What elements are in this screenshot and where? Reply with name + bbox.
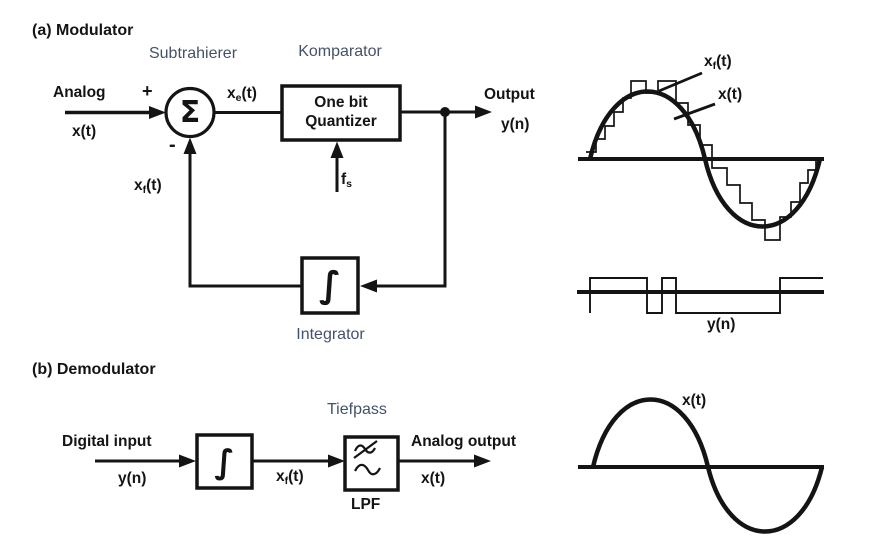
- digital-input-signal-label: y(n): [118, 470, 147, 487]
- lpf-box: [343, 435, 400, 492]
- demod-integrator-box: [195, 433, 254, 490]
- lpf-input-arrowhead: [328, 454, 345, 468]
- lpf-passband-wave-icon: [354, 463, 381, 476]
- section-b-heading: (b) Demodulator: [32, 361, 156, 378]
- lowpass-annotation: Tiefpass: [327, 401, 387, 418]
- output-label: Output: [484, 86, 535, 103]
- analog-output-label: Analog output: [411, 433, 517, 450]
- section-a-heading: (a) Modulator: [32, 22, 134, 39]
- subtractor-annotation: Subtrahierer: [148, 45, 238, 62]
- feedback-arrowhead: [183, 137, 197, 154]
- integrator-box: [300, 256, 360, 315]
- sampling-freq-label: fs: [341, 171, 353, 190]
- sigma-symbol: Σ: [179, 94, 201, 130]
- integrated-signal-label: xf(t): [276, 468, 304, 487]
- analog-input-arrowhead: [149, 106, 166, 119]
- error-signal-label: xe(t): [227, 85, 257, 104]
- analog-output-signal-label: x(t): [421, 470, 446, 487]
- demod-integrator-symbol: ∫: [214, 442, 235, 481]
- analog-input-signal-label: x(t): [72, 123, 97, 140]
- integrator-annotation: Integrator: [296, 326, 365, 343]
- output-signal-label: y(n): [501, 116, 530, 133]
- sampling-clock-arrowhead: [330, 141, 344, 158]
- staircase-waveform-label: xf(t): [704, 53, 732, 72]
- analog-input-label: Analog: [53, 84, 106, 101]
- quantizer-box-text: One bit Quantizer: [305, 94, 377, 131]
- analog-output-arrowhead: [474, 454, 491, 468]
- demod-sine-curve: [590, 397, 825, 534]
- sine-waveform-label: x(t): [718, 86, 743, 103]
- feedback-signal-label: xf(t): [134, 177, 162, 196]
- sine-label-pointer-line: [673, 102, 716, 121]
- demod-sine-waveform-label: x(t): [682, 392, 707, 409]
- digital-input-label: Digital input: [62, 433, 152, 450]
- output-arrowhead: [475, 105, 492, 119]
- integrator-input-arrowhead: [360, 279, 377, 293]
- lpf-slash-icon: [353, 440, 378, 459]
- bitstream-waveform-label: y(n): [707, 316, 736, 333]
- staircase-approximation-curve: [586, 80, 817, 241]
- staircase-label-pointer-line: [658, 71, 703, 93]
- comparator-annotation: Komparator: [298, 43, 382, 60]
- quantizer-box: [280, 84, 402, 142]
- integrator-symbol: ∫: [319, 265, 341, 306]
- lpf-label: LPF: [351, 496, 381, 513]
- plus-sign: +: [142, 81, 153, 101]
- minus-sign: -: [169, 134, 176, 156]
- bitstream-square-wave: [589, 277, 823, 314]
- digital-input-arrowhead: [179, 454, 196, 468]
